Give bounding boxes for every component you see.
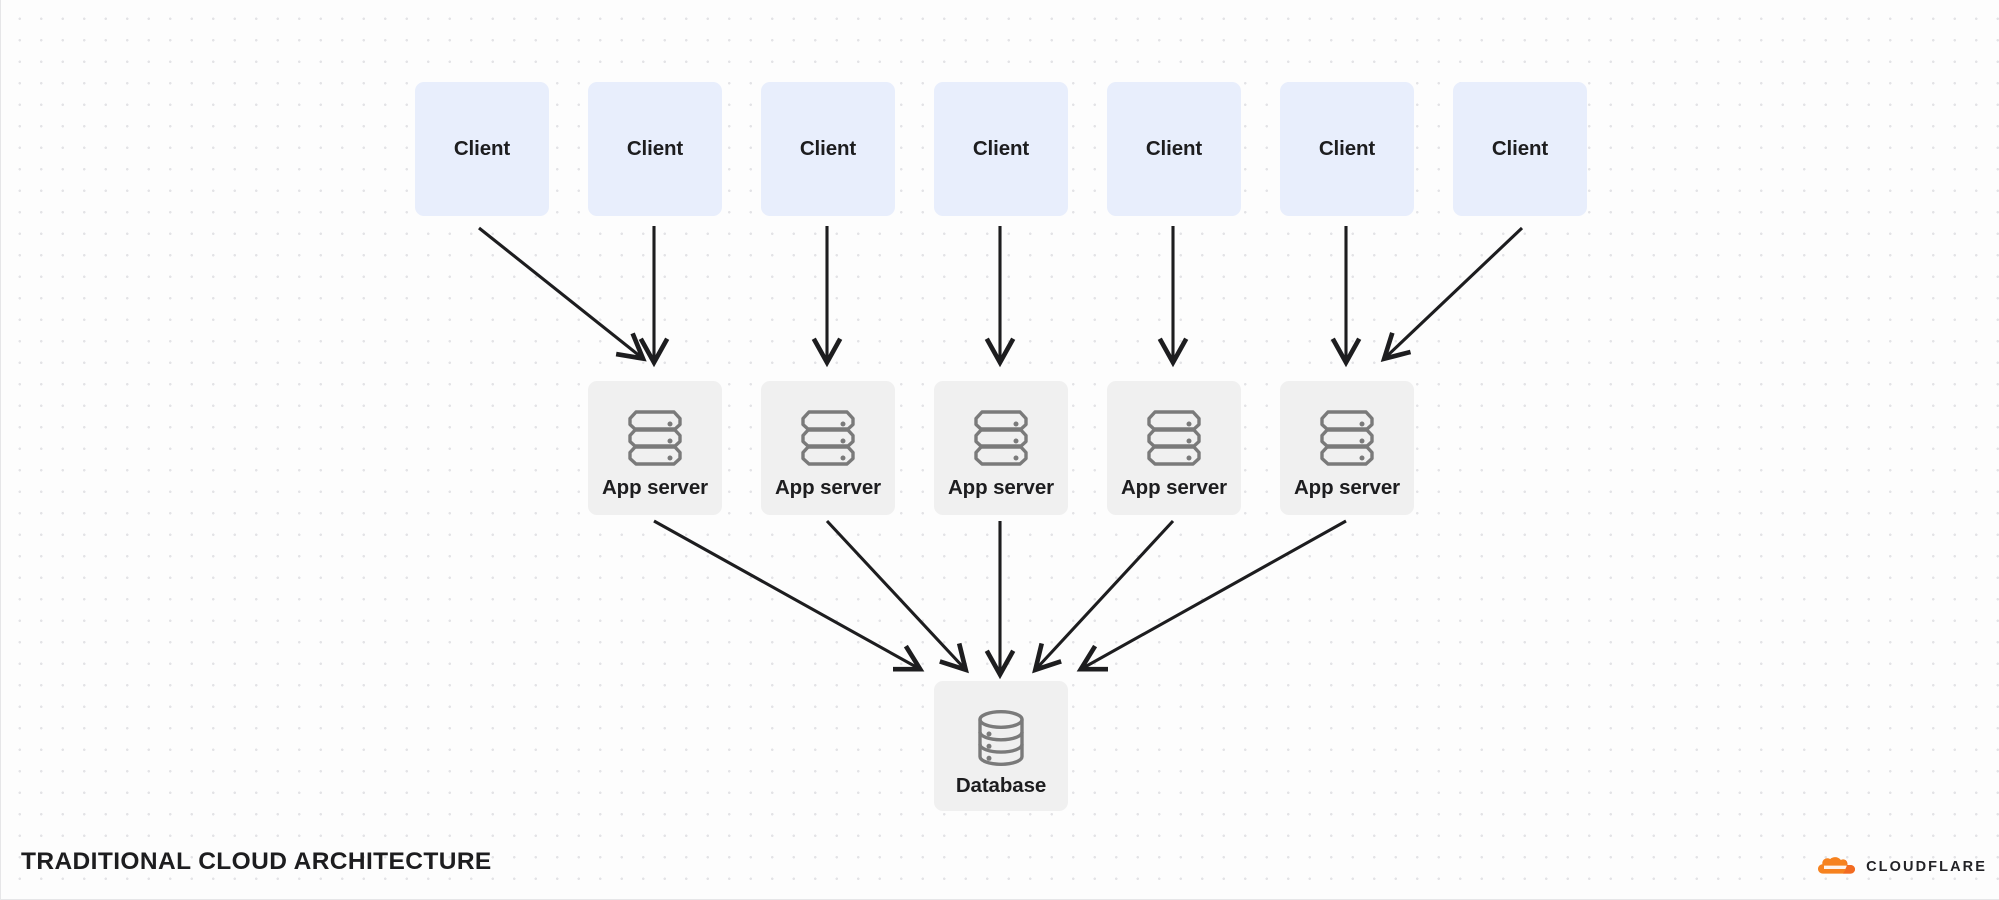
client-label: Client <box>1145 137 1203 160</box>
server-rack-icon <box>799 408 857 470</box>
client-node-5[interactable]: Client <box>1107 82 1241 216</box>
arrow-client-7-to-app-server-5 <box>1380 226 1524 362</box>
client-label: Client <box>1491 137 1549 160</box>
client-label: Client <box>453 137 511 160</box>
client-label: Client <box>799 137 857 160</box>
app-server-label: App server <box>774 476 882 499</box>
arrow-app-server-1-to-database <box>653 519 925 672</box>
arrow-app-server-5-to-database <box>1076 519 1347 672</box>
client-node-2[interactable]: Client <box>588 82 722 216</box>
server-rack-icon <box>1145 408 1203 470</box>
arrow-app-server-4-to-database <box>1032 519 1175 674</box>
database-node[interactable]: Database <box>934 681 1068 811</box>
client-label: Client <box>626 137 684 160</box>
diagram-title: TRADITIONAL CLOUD ARCHITECTURE <box>21 848 492 875</box>
database-label: Database <box>955 774 1047 797</box>
cloudflare-wordmark: CLOUDFLARE <box>1866 859 1987 875</box>
cloudflare-brand: CLOUDFLARE <box>1817 856 1987 878</box>
arrow-client-1-to-app-server-1 <box>478 226 647 362</box>
client-node-4[interactable]: Client <box>934 82 1068 216</box>
server-rack-icon <box>626 408 684 470</box>
server-rack-icon <box>972 408 1030 470</box>
cloudflare-cloud-icon <box>1817 856 1859 878</box>
client-label: Client <box>972 137 1030 160</box>
app-server-label: App server <box>947 476 1055 499</box>
client-node-3[interactable]: Client <box>761 82 895 216</box>
client-node-6[interactable]: Client <box>1280 82 1414 216</box>
app-server-node-4[interactable]: App server <box>1107 381 1241 515</box>
app-server-node-5[interactable]: App server <box>1280 381 1414 515</box>
client-label: Client <box>1318 137 1376 160</box>
client-node-1[interactable]: Client <box>415 82 549 216</box>
server-rack-icon <box>1318 408 1376 470</box>
arrow-app-server-2-to-database <box>825 519 969 674</box>
app-server-node-2[interactable]: App server <box>761 381 895 515</box>
app-server-label: App server <box>1293 476 1401 499</box>
database-cylinder-icon <box>972 708 1030 768</box>
app-server-node-3[interactable]: App server <box>934 381 1068 515</box>
app-server-label: App server <box>1120 476 1228 499</box>
app-server-node-1[interactable]: App server <box>588 381 722 515</box>
app-server-label: App server <box>601 476 709 499</box>
client-node-7[interactable]: Client <box>1453 82 1587 216</box>
